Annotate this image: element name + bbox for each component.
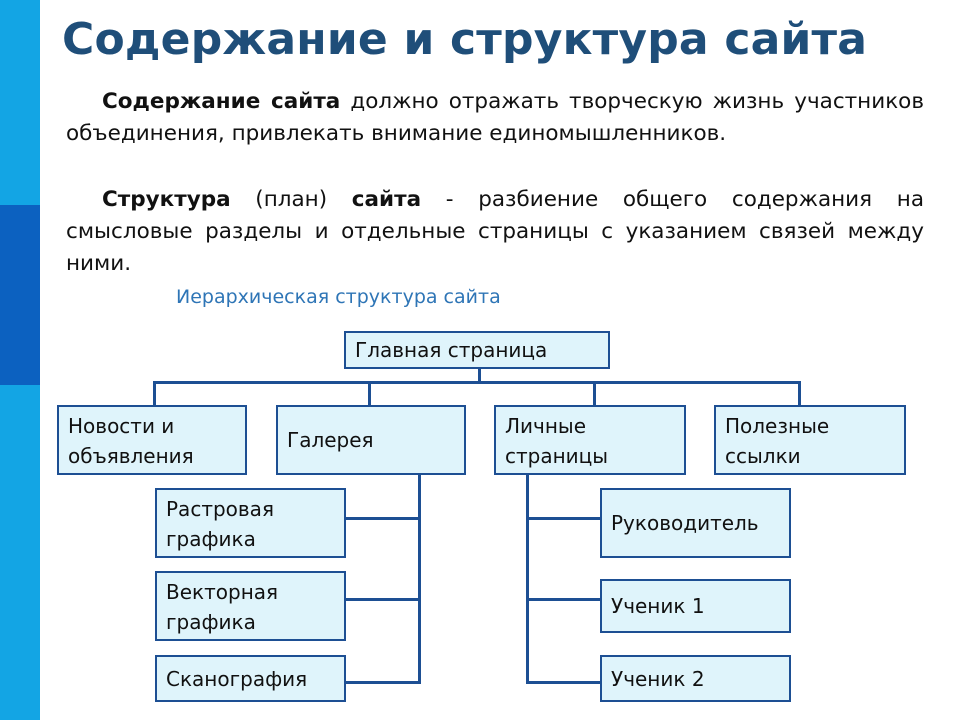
- connector-personal-trunk: [526, 474, 529, 684]
- node-vector-graphics: Векторная графика: [155, 571, 346, 641]
- diagram-caption: Иерархическая структура сайта: [176, 286, 501, 308]
- connector-gallery-trunk: [418, 474, 421, 684]
- connector-personal: [593, 381, 596, 406]
- content-paragraph: Содержание сайта должно отражать творчес…: [66, 86, 924, 150]
- connector-links: [798, 381, 801, 406]
- accent-sidebar-highlight: [0, 205, 40, 385]
- node-gallery: Галерея: [276, 405, 466, 475]
- structure-term: Структура: [102, 187, 231, 212]
- node-leader: Руководитель: [600, 488, 791, 558]
- node-personal-pages: Личные страницы: [494, 405, 686, 475]
- node-main-page: Главная страница: [344, 331, 610, 369]
- node-student-2: Ученик 2: [600, 655, 791, 702]
- node-useful-links: Полезные ссылки: [714, 405, 906, 475]
- content-definition: должно отражать творческую жизнь участни…: [66, 89, 925, 146]
- connector-student2: [526, 681, 602, 684]
- structure-definition: - разбиение общего содержания на смыслов…: [66, 187, 924, 276]
- connector-raster: [344, 517, 420, 520]
- connector-root-down: [478, 368, 481, 383]
- node-news: Новости и объявления: [57, 405, 247, 475]
- connector-vector: [344, 598, 420, 601]
- connector-news: [153, 381, 156, 406]
- connector-leader: [526, 517, 602, 520]
- content-term: Содержание сайта: [102, 89, 341, 114]
- structure-paragraph: Структура (план) сайта - разбиение общег…: [66, 184, 924, 280]
- node-scanography: Сканография: [155, 655, 346, 702]
- node-raster-graphics: Растровая графика: [155, 488, 346, 558]
- node-student-1: Ученик 1: [600, 579, 791, 633]
- connector-gallery: [368, 381, 371, 406]
- connector-student1: [526, 598, 602, 601]
- structure-paren: (план): [230, 187, 352, 212]
- connector-scan: [344, 681, 420, 684]
- connector-top-bus: [153, 381, 801, 384]
- slide-title: Содержание и структура сайта: [62, 14, 868, 65]
- structure-term-site: сайта: [351, 187, 422, 212]
